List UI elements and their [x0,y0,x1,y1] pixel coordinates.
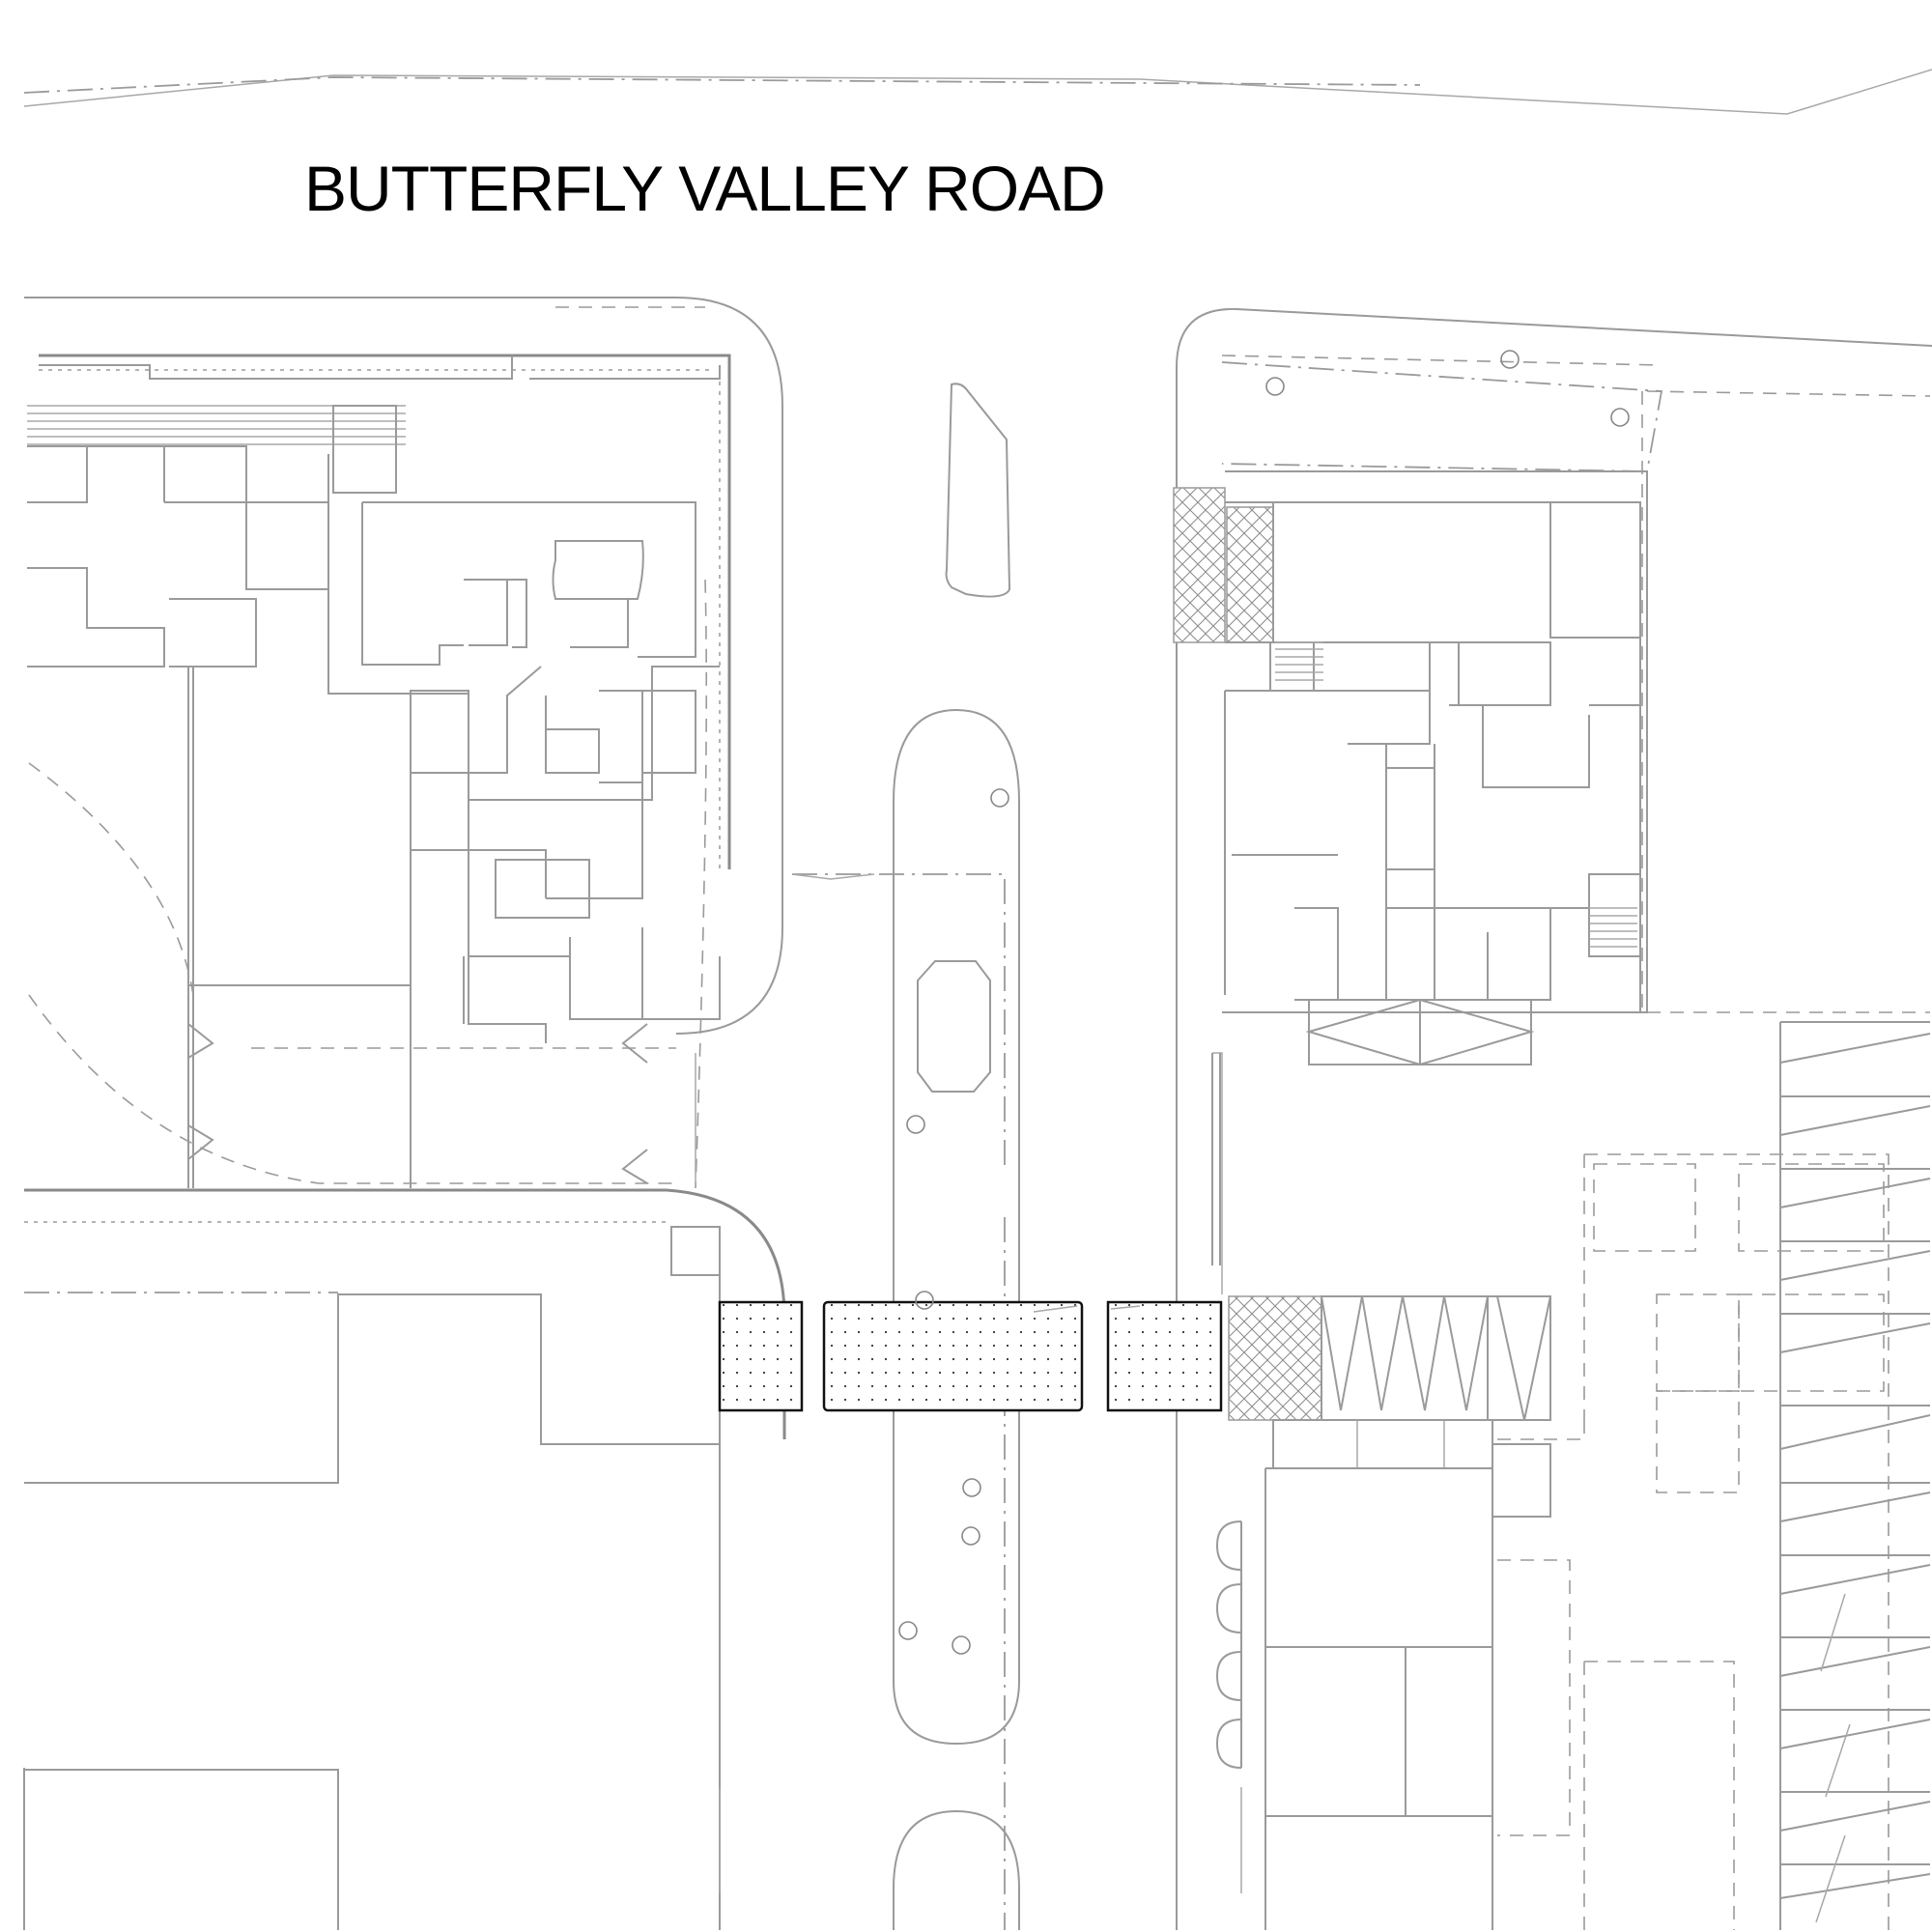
tree-icon [962,1478,981,1497]
tree-icon [906,1115,925,1134]
tree-symbols [898,350,1630,1655]
building-west [27,354,731,1189]
road-name-label: BUTTERFLY VALLEY ROAD [304,153,1105,224]
tree-icon [961,1526,980,1546]
paving-block-east [1106,1300,1223,1412]
building-southeast [1215,1295,1585,1930]
paving-block-center [822,1300,1084,1412]
tree-icon [952,1635,971,1655]
tree-icon [990,788,1009,808]
main-boulevard [24,297,1932,1930]
tree-icon [915,1291,934,1310]
tree-icon [1610,408,1630,427]
paving-block-west [718,1300,804,1412]
tree-icon [1265,377,1285,396]
tree-icon [898,1621,918,1640]
road-edge-top [23,69,1932,115]
parking-lot-east [1583,1021,1931,1930]
building-east [1173,361,1931,1066]
pedestrian-path [695,873,1242,1893]
tree-icon [1500,350,1520,369]
west-lower-parcel [23,1188,786,1930]
gate-markers [187,1023,648,1184]
crosswalk-paving [718,1300,1223,1412]
